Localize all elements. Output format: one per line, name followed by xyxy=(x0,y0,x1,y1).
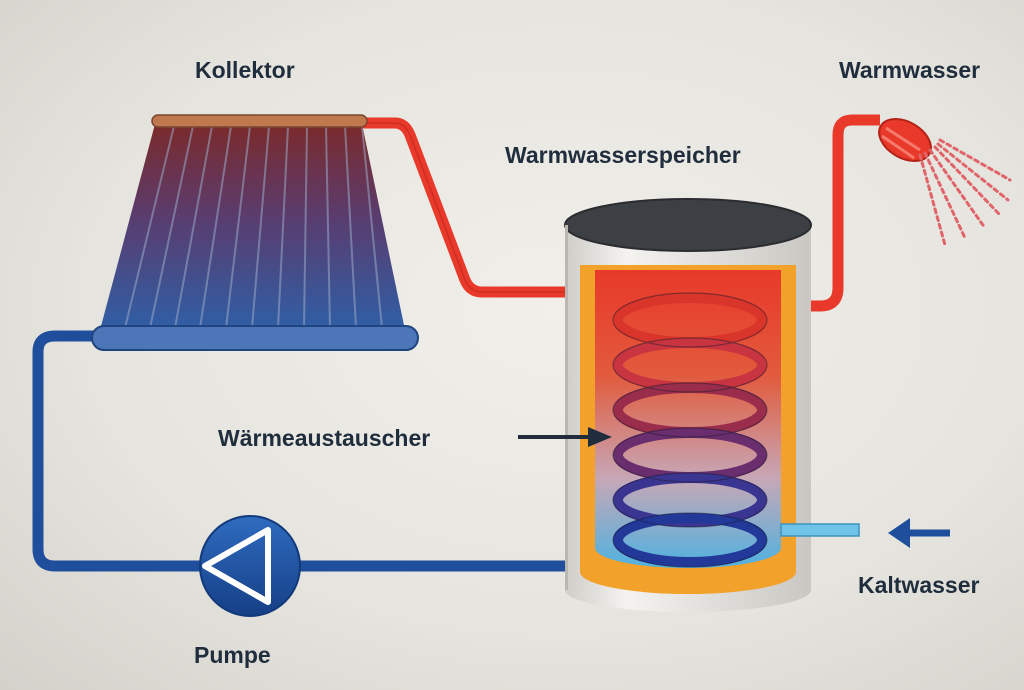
heat-exchanger-coil xyxy=(612,292,768,568)
pump-icon xyxy=(199,515,301,617)
storage-tank xyxy=(564,198,812,612)
shower-head-icon xyxy=(878,118,932,162)
water-spray-icon xyxy=(918,138,1012,247)
hot-water-label: Warmwasser xyxy=(839,57,980,83)
cold-return-loop-pipe xyxy=(32,330,205,572)
collector-label: Kollektor xyxy=(195,57,295,83)
cold-water-label: Kaltwasser xyxy=(858,572,980,598)
heat-exchanger-arrow-icon xyxy=(518,427,612,447)
storage-tank-label: Warmwasserspeicher xyxy=(505,142,741,168)
cold-water-inlet-pipe xyxy=(780,523,860,537)
cold-water-arrow-icon xyxy=(888,518,950,548)
hot-water-outlet-pipe xyxy=(790,114,880,312)
collector xyxy=(91,114,419,351)
heat-exchanger-label: Wärmeaustauscher xyxy=(218,425,430,451)
pump-label: Pumpe xyxy=(194,642,271,668)
hot-supply-pipe-outline xyxy=(362,122,745,293)
